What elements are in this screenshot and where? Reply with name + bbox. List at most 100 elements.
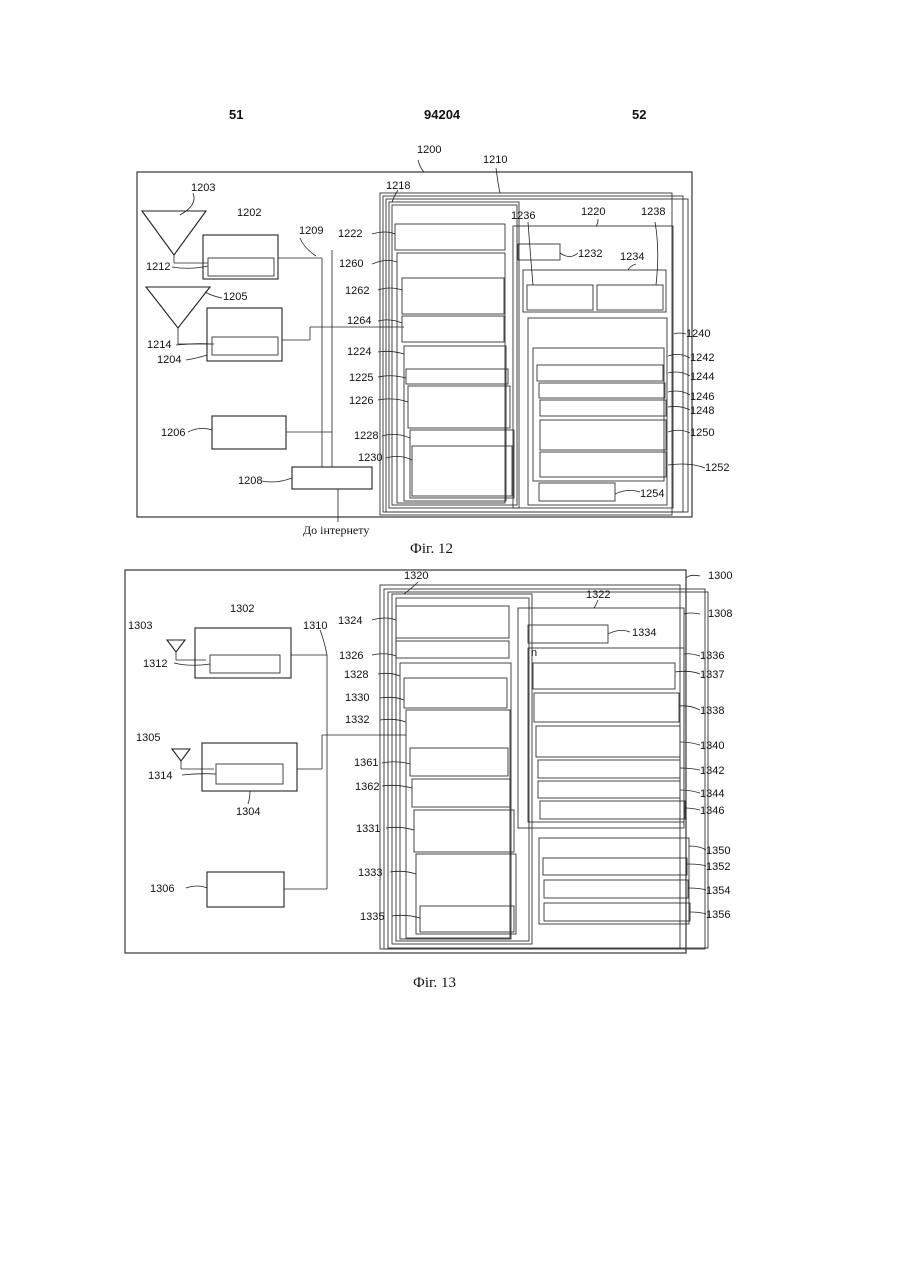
label-1336: 1336 — [700, 650, 724, 662]
block-1340 — [536, 726, 680, 757]
block-1212 — [208, 258, 274, 276]
frame-1308-outer — [380, 585, 680, 949]
block-1326 — [396, 641, 509, 658]
block-1232 — [518, 244, 560, 260]
block-1354 — [544, 880, 688, 898]
label-1312: 1312 — [143, 658, 167, 670]
label-1331: 1331 — [356, 823, 380, 835]
antenna-1205 — [146, 287, 210, 328]
block-1208 — [292, 467, 372, 489]
label-1230: 1230 — [358, 452, 382, 464]
label-1254: 1254 — [640, 488, 664, 500]
label-1334: 1334 — [632, 627, 656, 639]
antenna-1305 — [172, 749, 190, 761]
label-1210: 1210 — [483, 154, 507, 166]
label-1252: 1252 — [705, 462, 729, 474]
block-1344 — [538, 781, 680, 798]
frame-1210-3 — [386, 199, 688, 512]
label-1224: 1224 — [347, 346, 371, 358]
block-1342 — [538, 760, 680, 778]
label-1354: 1354 — [706, 885, 730, 897]
label-1333: 1333 — [358, 867, 382, 879]
block-1331 — [414, 810, 514, 852]
label-1300: 1300 — [708, 570, 732, 582]
label-1332: 1332 — [345, 714, 369, 726]
label-1228: 1228 — [354, 430, 378, 442]
block-1314 — [216, 764, 283, 784]
block-1312 — [210, 655, 280, 673]
label-1350: 1350 — [706, 845, 730, 857]
label-1238: 1238 — [641, 206, 665, 218]
transceiver-1302 — [195, 628, 291, 678]
block-1244 — [537, 365, 663, 381]
label-1314: 1314 — [148, 770, 172, 782]
label-1234: 1234 — [620, 251, 644, 263]
label-1303: 1303 — [128, 620, 152, 632]
block-1225 — [406, 369, 508, 384]
label-1328: 1328 — [344, 669, 368, 681]
antenna-1303 — [167, 640, 185, 652]
label-1248: 1248 — [690, 405, 714, 417]
label-1204: 1204 — [157, 354, 181, 366]
frame-1218-a — [389, 202, 519, 508]
label-1305: 1305 — [136, 732, 160, 744]
block-1228 — [410, 430, 514, 498]
label-1202: 1202 — [237, 207, 261, 219]
label-1236: 1236 — [511, 210, 535, 222]
label-1250: 1250 — [690, 427, 714, 439]
block-1362 — [412, 779, 510, 807]
caption-fig12: Фіг. 12 — [410, 541, 453, 557]
block-1246 — [539, 383, 665, 398]
block-1356 — [544, 903, 690, 921]
label-1320: 1320 — [404, 570, 428, 582]
label-1346: 1346 — [700, 805, 724, 817]
n-mark: n — [531, 647, 537, 659]
antenna-1203 — [142, 211, 206, 255]
label-1338: 1338 — [700, 705, 724, 717]
label-1208: 1208 — [238, 475, 262, 487]
label-1214: 1214 — [147, 339, 171, 351]
label-1302: 1302 — [230, 603, 254, 615]
block-1214 — [212, 337, 278, 355]
block-1330 — [404, 678, 507, 708]
block-1238 — [597, 285, 663, 310]
label-1205: 1205 — [223, 291, 247, 303]
internet-label: До інтернету — [303, 523, 369, 537]
block-1252 — [540, 452, 666, 477]
frame-1336 — [528, 648, 684, 822]
label-1262: 1262 — [345, 285, 369, 297]
transceiver-1202 — [203, 235, 278, 279]
label-1232: 1232 — [578, 248, 602, 260]
label-1337: 1337 — [700, 669, 724, 681]
label-1222: 1222 — [338, 228, 362, 240]
label-1330: 1330 — [345, 692, 369, 704]
transceiver-1204 — [207, 308, 282, 361]
block-1324 — [396, 606, 509, 638]
frame-1210-outer — [380, 193, 672, 515]
label-1225: 1225 — [349, 372, 373, 384]
label-1362: 1362 — [355, 781, 379, 793]
block-1236 — [527, 285, 593, 310]
label-1203: 1203 — [191, 182, 215, 194]
label-1340: 1340 — [700, 740, 724, 752]
label-1209: 1209 — [299, 225, 323, 237]
label-1335: 1335 — [360, 911, 384, 923]
block-1346 — [540, 801, 685, 819]
block-1337 — [533, 663, 675, 689]
frame-1234 — [523, 270, 666, 312]
block-1250 — [540, 420, 666, 450]
figure-13: 1300 1320 1322 1302 1308 1303 1310 1324 … — [125, 570, 732, 991]
label-1306: 1306 — [150, 883, 174, 895]
frame-1322 — [518, 608, 684, 828]
block-1306 — [207, 872, 284, 907]
block-1262 — [402, 278, 504, 314]
block-1206 — [212, 416, 286, 449]
figure-12: 1200 1210 1218 1203 1202 1209 1222 1236 … — [137, 144, 729, 557]
label-1322: 1322 — [586, 589, 610, 601]
frame-1333 — [416, 854, 516, 934]
frame-1328 — [400, 663, 511, 939]
frame-1308-3 — [388, 592, 708, 948]
block-1264 — [402, 316, 504, 342]
label-1264: 1264 — [347, 315, 371, 327]
frame-1350 — [539, 838, 689, 924]
